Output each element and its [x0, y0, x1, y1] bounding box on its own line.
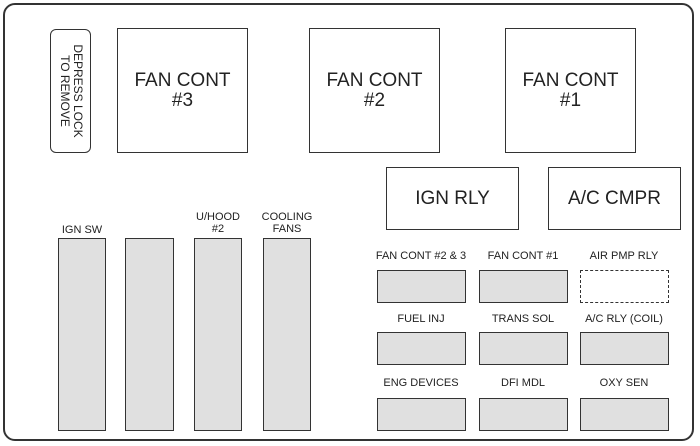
fuse-label: FAN CONT #2 & 3 — [375, 250, 467, 262]
fuse-ign-sw — [58, 238, 106, 431]
relay-fan-cont-2: FAN CONT#2 — [309, 28, 440, 153]
relay-label: FAN CONT — [134, 69, 231, 91]
relay-fan-cont-1: FAN CONT#1 — [505, 28, 636, 153]
relay-label: FAN CONT — [326, 69, 423, 91]
relay-label: IGN RLY — [415, 187, 490, 209]
fuse-fan-cont-1 — [479, 270, 568, 303]
fuse-trans-sol — [479, 332, 568, 365]
relay-ac-cmpr: A/C CMPR — [548, 167, 681, 230]
fuse-label: OXY SEN — [599, 377, 649, 389]
fuse-label: A/C RLY (COIL) — [585, 313, 663, 325]
lock-label-2: TO REMOVE — [57, 55, 72, 127]
fuse-label: DFI MDL — [501, 377, 545, 389]
fuse-fan-cont-2-3 — [377, 270, 466, 303]
relay-number: #1 — [559, 89, 582, 111]
relay-label: FAN CONT — [522, 69, 619, 91]
relay-number: #2 — [363, 89, 386, 111]
fuse-eng-devices — [377, 398, 466, 431]
fuse-box-outline — [3, 3, 694, 441]
fuse-uhood-2 — [194, 238, 242, 431]
fuse-label-ign-sw: IGN SW — [61, 224, 103, 236]
fuse-ac-rly-coil — [580, 332, 669, 365]
fuse-label: FUEL INJ — [397, 313, 445, 325]
relay-label: A/C CMPR — [568, 187, 661, 209]
fuse-oxy-sen — [580, 398, 669, 431]
relay-number: #3 — [171, 89, 194, 111]
fuse-unlabeled — [125, 238, 174, 431]
lock-label-1: DEPRESS LOCK — [70, 44, 85, 138]
fuse-label: AIR PMP RLY — [589, 250, 659, 262]
fuse-label-uhood-2: U/HOOD#2 — [196, 211, 240, 235]
fuse-label: TRANS SOL — [491, 313, 555, 325]
fuse-label: ENG DEVICES — [383, 377, 459, 389]
relay-fan-cont-3: FAN CONT#3 — [117, 28, 248, 153]
relay-ign: IGN RLY — [386, 167, 519, 230]
fuse-cooling-fans — [263, 238, 311, 431]
fuse-label: FAN CONT #1 — [487, 250, 559, 262]
fuse-dfi-mdl — [479, 398, 568, 431]
fuse-slot-air-pmp-rly — [580, 270, 669, 303]
fuse-fuel-inj — [377, 332, 466, 365]
